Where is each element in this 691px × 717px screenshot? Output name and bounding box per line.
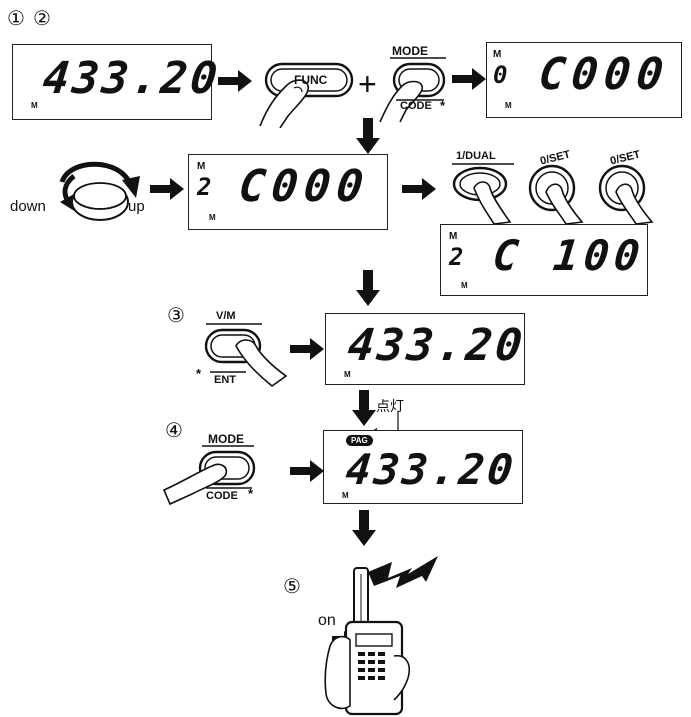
lcd-main-readout: C 100 [490, 231, 648, 280]
finger-press-icon [259, 62, 354, 128]
arrow-down-icon [352, 510, 376, 546]
lcd-display-frequency: 433.20 M [12, 44, 223, 120]
lcd-display-code-m0: M 0 M C000 [486, 42, 682, 118]
set-button-2[interactable]: 0/SET [590, 148, 664, 224]
lcd-m-top: M [197, 161, 206, 172]
lcd-m-top: M [493, 49, 502, 60]
dial-down-label: down [10, 198, 46, 215]
finger-press-icon [598, 164, 654, 224]
mode-code-button-2[interactable]: MODE CODE * [162, 428, 262, 510]
lcd-channel-digit: 2 [449, 243, 464, 271]
mode-code-button[interactable]: MODE CODE * [378, 44, 458, 124]
step-5-marker: ⑤ [283, 574, 301, 598]
asterisk-mark: * [440, 98, 446, 113]
finger-press-icon [204, 323, 288, 388]
arrow-right-icon [218, 70, 252, 92]
arrow-right-icon [290, 460, 324, 482]
radio-handset-icon[interactable] [310, 566, 420, 716]
dial-knob-icon [59, 161, 140, 221]
lit-annotation: 点灯 [376, 399, 404, 415]
asterisk-mark: * [248, 486, 254, 501]
lcd-m-indicator: M [342, 491, 349, 500]
code-label: CODE [400, 100, 432, 112]
step-1-marker: ① [7, 6, 25, 30]
finger-press-icon [379, 57, 446, 123]
lcd-main-readout: 433.20 [40, 53, 223, 104]
mode-label: MODE [208, 432, 244, 446]
transmit-wave-icon [368, 556, 438, 588]
step-4-marker: ④ [165, 418, 183, 442]
dial-up-label: up [128, 198, 145, 215]
lcd-main-readout: C000 [236, 161, 372, 212]
finger-press-icon [452, 163, 514, 224]
lcd-display-frequency-2: 433.20 M [325, 313, 528, 385]
code-label: CODE [206, 490, 238, 502]
lcd-main-readout: C000 [536, 49, 672, 100]
step-3-marker: ③ [167, 303, 185, 327]
lcd-channel-digit: 2 [197, 173, 212, 201]
lcd-m-indicator: M [209, 213, 216, 222]
arrow-right-icon [402, 178, 436, 200]
finger-press-icon [162, 445, 256, 506]
lcd-m-top: M [449, 231, 458, 242]
ent-label: ENT [214, 374, 236, 386]
arrow-down-icon [352, 390, 376, 426]
arrow-right-icon [452, 68, 486, 90]
func-button[interactable]: FUNC [258, 56, 358, 128]
lcd-display-code-c100: M 2 M C 100 [440, 224, 648, 296]
vm-label: V/M [216, 310, 236, 322]
vm-ent-button[interactable]: V/M * ENT [196, 310, 290, 390]
step-2-marker: ② [33, 6, 51, 30]
lcd-main-readout: 433.20 [345, 320, 528, 371]
finger-press-icon [528, 164, 584, 224]
tuning-dial[interactable]: down up [10, 154, 150, 234]
arrow-down-icon [356, 270, 380, 306]
lcd-m-indicator: M [31, 101, 38, 110]
lcd-m-indicator: M [505, 101, 512, 110]
arrow-right-icon [150, 178, 184, 200]
dual-button[interactable]: 1/DUAL [444, 150, 522, 224]
asterisk-mark: * [196, 366, 202, 381]
dual-label: 1/DUAL [456, 150, 496, 162]
lcd-display-frequency-pag: PAG 433.20 M [323, 430, 523, 504]
on-label: on [318, 612, 336, 629]
func-button-label: FUNC [294, 73, 328, 87]
arrow-right-icon [290, 338, 324, 360]
lcd-m-indicator: M [461, 281, 468, 290]
set-button-1[interactable]: 0/SET [520, 148, 594, 224]
pag-indicator: PAG [346, 435, 373, 446]
arrow-down-icon [356, 118, 380, 154]
lcd-display-code-m2: M 2 M C000 [188, 154, 388, 230]
mode-label: MODE [392, 44, 428, 58]
plus-sign: + [358, 66, 377, 102]
lcd-m-indicator: M [344, 370, 351, 379]
lcd-main-readout: 433.20 [343, 445, 519, 494]
lcd-channel-digit: 0 [493, 61, 508, 89]
